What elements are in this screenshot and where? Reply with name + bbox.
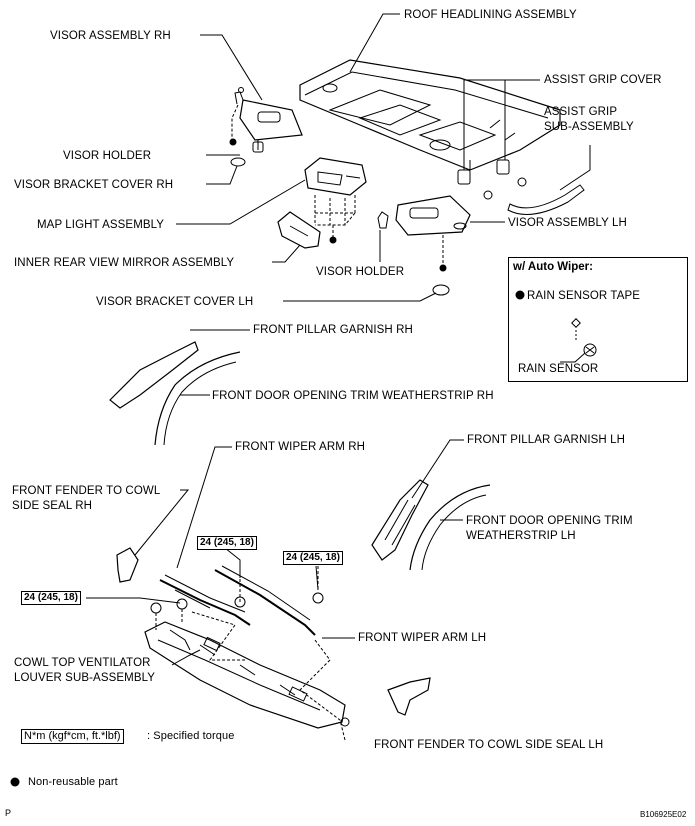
label-visor-rh: VISOR ASSEMBLY RH	[50, 30, 171, 42]
label-visor-bracket-cover-rh: VISOR BRACKET COVER RH	[14, 179, 174, 191]
label-pillar-garnish-rh: FRONT PILLAR GARNISH RH	[253, 324, 413, 336]
label-fender-seal-rh-line2: SIDE SEAL RH	[12, 500, 93, 512]
label-cowl-louver-line1: COWL TOP VENTILATOR	[14, 657, 151, 669]
torque-spec-3: 24 (245, 18)	[21, 591, 81, 605]
label-visor-lh: VISOR ASSEMBLY LH	[508, 217, 627, 229]
footer-left: P	[5, 808, 12, 818]
visor-lh-shape	[395, 195, 471, 236]
label-roof-headlining: ROOF HEADLINING ASSEMBLY	[404, 9, 577, 21]
footer-figure-id: B106925E02	[640, 810, 687, 819]
label-inner-mirror: INNER REAR VIEW MIRROR ASSEMBLY	[14, 257, 235, 269]
label-rain-sensor: RAIN SENSOR	[518, 363, 599, 375]
torque-spec-1: 24 (245, 18)	[197, 536, 257, 550]
label-assist-grip-sub-line1: ASSIST GRIP	[544, 106, 618, 118]
label-cowl-louver-line2: LOUVER SUB-ASSEMBLY	[14, 672, 156, 684]
pillar-garnish-rh-shape	[109, 341, 199, 409]
pillar-garnish-lh-shape	[371, 479, 429, 561]
label-visor-bracket-cover-lh: VISOR BRACKET COVER LH	[96, 296, 254, 308]
label-door-trim-lh-line2: WEATHERSTRIP LH	[466, 530, 576, 542]
label-wiper-arm-rh: FRONT WIPER ARM RH	[235, 441, 366, 453]
label-assist-grip-sub-line2: SUB-ASSEMBLY	[544, 121, 634, 133]
visor-rh-shape	[234, 87, 303, 141]
inner-mirror-shape	[277, 211, 321, 249]
label-door-trim-lh-line1: FRONT DOOR OPENING TRIM	[466, 515, 633, 527]
roof-headlining-shape	[299, 59, 561, 171]
label-wiper-arm-lh: FRONT WIPER ARM LH	[358, 632, 487, 644]
label-assist-grip-cover: ASSIST GRIP COVER	[544, 74, 662, 86]
label-pillar-garnish-lh: FRONT PILLAR GARNISH LH	[467, 434, 626, 446]
torque-unit-legend: N*m (kgf*cm, ft.*lbf)	[21, 729, 124, 744]
label-door-trim-rh: FRONT DOOR OPENING TRIM WEATHERSTRIP RH	[212, 390, 494, 402]
wiper-arm-rh-shape	[159, 574, 251, 626]
non-reusable-legend: Non-reusable part	[28, 776, 118, 788]
wiper-arm-lh-shape	[214, 565, 316, 636]
torque-legend-desc: : Specified torque	[147, 730, 235, 742]
label-map-light: MAP LIGHT ASSEMBLY	[37, 219, 165, 231]
map-light-shape	[304, 157, 367, 196]
inset-title: w/ Auto Wiper:	[513, 261, 593, 273]
label-fender-seal-rh-line1: FRONT FENDER TO COWL	[12, 485, 161, 497]
torque-spec-2: 24 (245, 18)	[283, 551, 343, 565]
label-visor-holder-2: VISOR HOLDER	[316, 266, 405, 278]
label-fender-seal-lh: FRONT FENDER TO COWL SIDE SEAL LH	[374, 739, 604, 751]
label-visor-holder: VISOR HOLDER	[63, 150, 152, 162]
auto-wiper-inset: w/ Auto Wiper: RAIN SENSOR TAPE RAIN SEN…	[508, 257, 688, 382]
label-rain-sensor-tape: RAIN SENSOR TAPE	[527, 290, 641, 302]
